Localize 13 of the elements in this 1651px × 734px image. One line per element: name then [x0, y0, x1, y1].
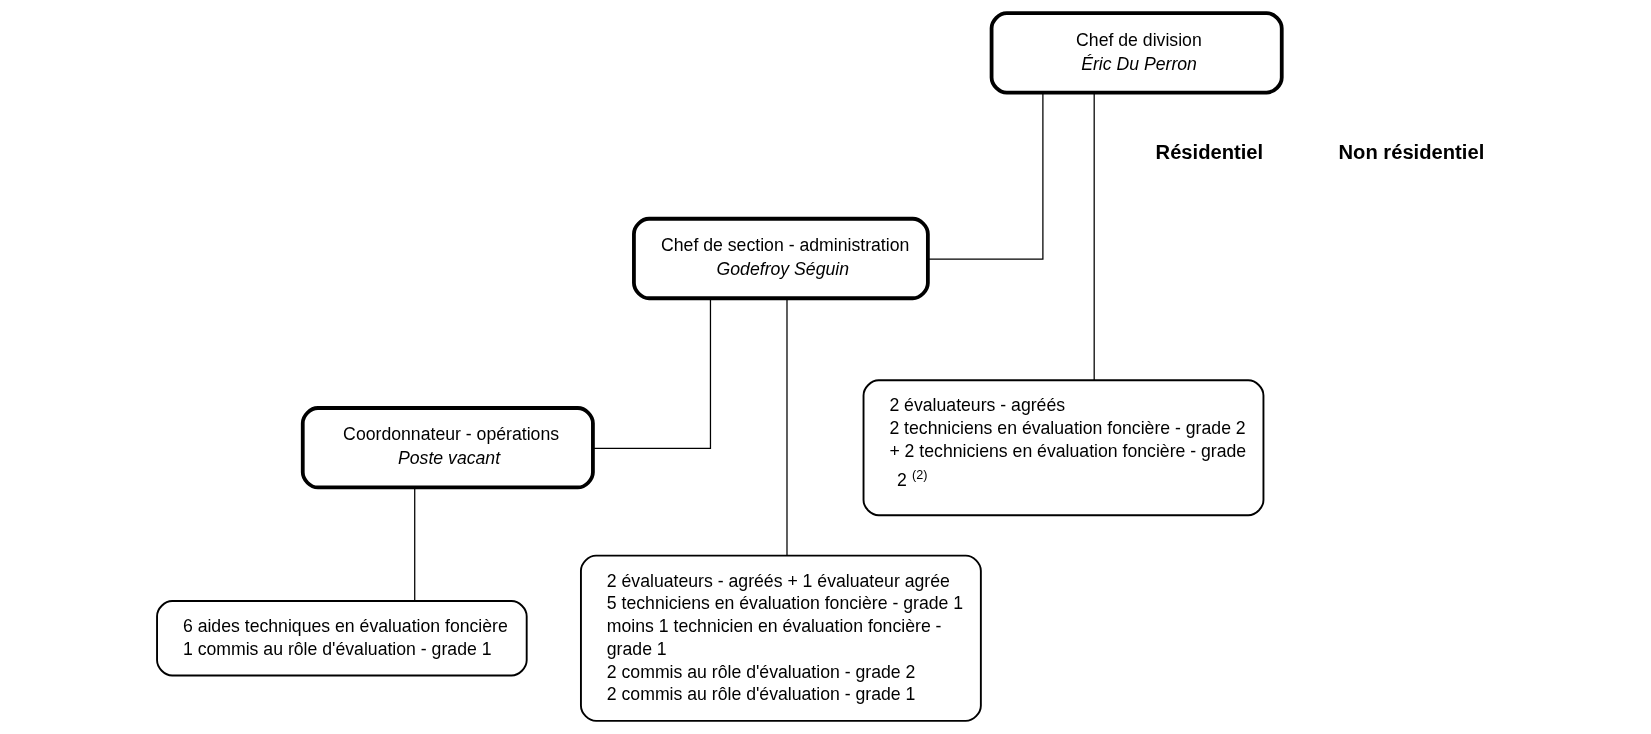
label: Résidentiel [1155, 141, 1263, 164]
node-box: 2 évaluateurs - agréés + 1 évaluateur agrée 5 techniciens en évaluation foncière - grade 1 moins 1 technicien en évaluation foncière - grade 1 2 commis au rôle d'évaluation - grade 2 2 commis au rôle d'évaluation - grade 1 [579, 554, 982, 722]
connector [926, 92, 1044, 260]
connector [1093, 92, 1095, 381]
connector [591, 297, 711, 449]
node-box: 6 aides techniques en évaluation foncière 1 commis au rôle d'évaluation - grade 1 [155, 600, 528, 677]
connector [785, 297, 788, 556]
connector [413, 487, 415, 602]
node-box: Coordonnateur - opérations Poste vacant [300, 406, 595, 490]
node-box: 2 évaluateurs - agréés 2 techniciens en évaluation foncière - grade 2 + 2 techniciens en évaluation foncière - grade 2 $^{(2)}$ [862, 379, 1264, 517]
node-box: Chef de section - administration Godefroy Séguin [631, 216, 930, 301]
node-box: Chef de division Éric Du Perron [989, 11, 1284, 95]
label: Non résidentiel [1338, 141, 1484, 164]
